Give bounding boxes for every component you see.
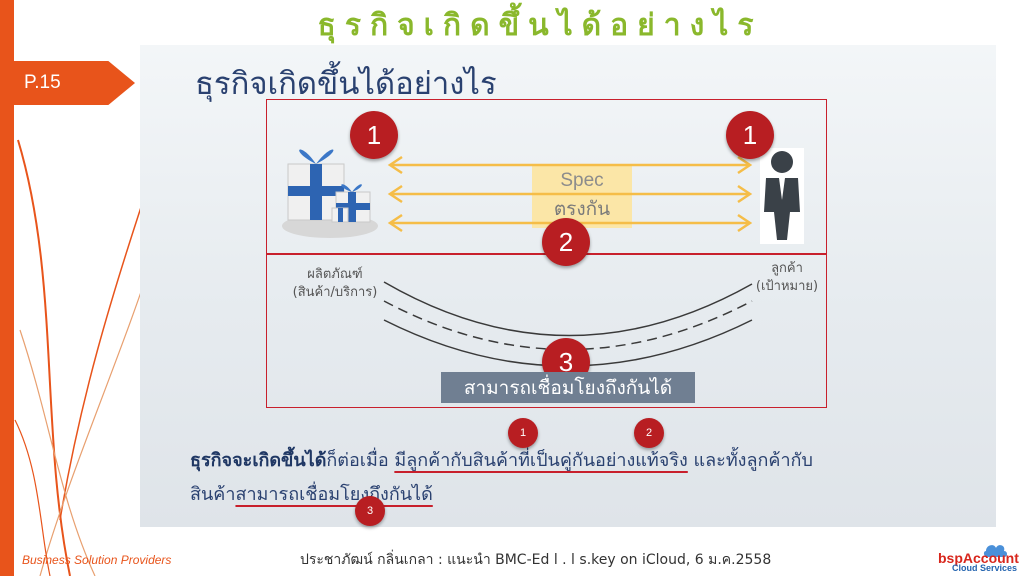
body-underlined-phrase-2: สามารถเชื่อมโยงถึงกันได้ — [235, 484, 433, 505]
logo-brand: bspAccount — [938, 550, 1019, 566]
note-badge-2: 2 — [634, 418, 664, 448]
badge-product: 1 — [350, 111, 398, 159]
customer-label: ลูกค้า (เป้าหมาย) — [742, 260, 832, 296]
slide-title: ธุรกิจเกิดขึ้นได้อย่างไร — [317, 8, 763, 43]
page-number-tab — [14, 61, 135, 105]
connect-label: สามารถเชื่อมโยงถึงกันได้ — [463, 377, 673, 399]
body-line-1: ธุรกิจจะเกิดขึ้นได้ก็ต่อเมื่อ มีลูกค้ากั… — [190, 445, 813, 474]
product-label: ผลิตภัณฑ์ (สินค้า/บริการ) — [280, 266, 390, 302]
product-label-line1: ผลิตภัณฑ์ — [307, 267, 363, 282]
body-phrase-2: สินค้า — [190, 484, 236, 505]
left-accent-band — [0, 0, 14, 576]
body-underlined-phrase-1: มีลูกค้ากับสินค้าที่เป็นคู่กันอย่างแท้จร… — [394, 450, 688, 471]
body-line-2: สินค้าสามารถเชื่อมโยงถึงกันได้ — [190, 479, 433, 508]
body-tail-phrase: และทั้งลูกค้ากับ — [687, 450, 813, 471]
customer-label-line2: (เป้าหมาย) — [755, 279, 819, 294]
panel-heading: ธุรกิจเกิดขึ้นได้อย่างไร — [195, 66, 497, 102]
logo-tagline: Cloud Services — [952, 563, 1018, 573]
body-bold-phrase: ธุรกิจจะเกิดขึ้นได้ — [190, 450, 327, 471]
note-badge-3: 3 — [355, 496, 385, 526]
spec-label: Spec — [560, 170, 604, 191]
customer-label-line1: ลูกค้า — [771, 261, 803, 276]
footer-credit: ประชาภัฒน์ กลิ่นเกลา : แนะนำ BMC-Ed l . … — [300, 552, 772, 568]
product-label-line2: (สินค้า/บริการ) — [292, 285, 378, 300]
badge-customer: 1 — [726, 111, 774, 159]
connect-highlight — [441, 372, 695, 403]
note-badge-1: 1 — [508, 418, 538, 448]
page-number: P.15 — [24, 72, 61, 93]
spec-highlight — [532, 166, 632, 228]
cloud-logo-icon — [983, 545, 1007, 557]
badge-spec: 2 — [542, 218, 590, 266]
body-phrase: ก็ต่อเมื่อ — [326, 450, 395, 471]
spec-match-label: ตรงกัน — [553, 198, 611, 220]
footer-company: Business Solution Providers — [22, 553, 172, 567]
